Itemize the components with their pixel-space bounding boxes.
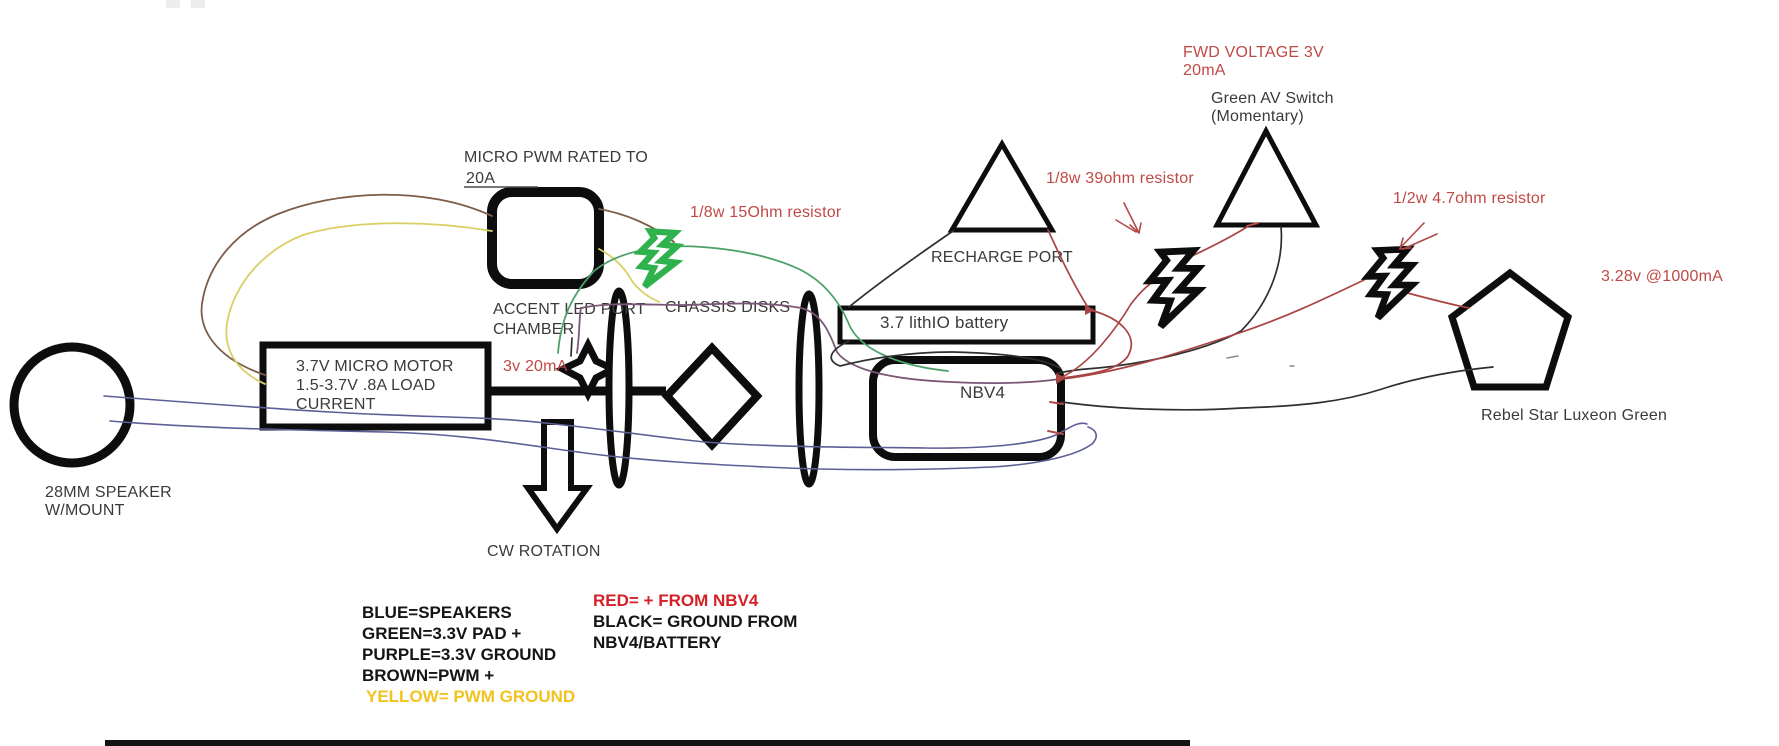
red-tick-nbv4-1 (1049, 401, 1064, 405)
nbv4-label: NBV4 (960, 383, 1006, 402)
recharge-port-triangle-shape (947, 139, 1057, 233)
fwd-voltage-label-line2: 20mA (1183, 62, 1226, 79)
wire-purple (576, 302, 1061, 384)
top-artifact-2 (191, 0, 205, 8)
motor-box-shape (259, 341, 492, 431)
battery-box-shape (837, 305, 1096, 345)
chassis-disk-1-shape (605, 287, 633, 489)
red-tick-nbv4-2 (1047, 430, 1064, 435)
top-artifact-1 (166, 0, 180, 8)
legend-black-line2: NBV4/BATTERY (593, 633, 722, 652)
fwd-voltage-label-line1: FWD VOLTAGE 3V (1183, 44, 1324, 61)
wire-red-47ohm-to-luxeon (1399, 290, 1470, 309)
wire-blue-1 (103, 395, 1088, 449)
resistor-15ohm-label: 1/8w 15Ohm resistor (690, 204, 842, 221)
arrow-39ohm-annotation (1123, 202, 1139, 232)
wire-red-recharge (1047, 229, 1090, 310)
speaker-label-line1: 28MM SPEAKER (45, 484, 172, 501)
pwm-label-line1: MICRO PWM RATED TO (464, 149, 649, 166)
motor-label-line3: CURRENT (296, 396, 376, 413)
nbv4-box-shape (869, 356, 1065, 461)
av-switch-label-line1: Green AV Switch (1211, 90, 1334, 107)
av-switch-triangle-shape (1212, 125, 1321, 228)
wire-black-luxeon (1061, 366, 1494, 411)
recharge-port-label: RECHARGE PORT (931, 249, 1073, 266)
legend-yellow: YELLOW= PWM GROUND (366, 687, 576, 706)
av-switch-label-line2: (Momentary) (1211, 108, 1304, 125)
bottom-bar (105, 740, 1190, 746)
wire-green (557, 245, 949, 372)
lightning-bolt-icon-47ohm (1360, 245, 1421, 321)
red-junction-marker-1 (1085, 305, 1095, 315)
motor-label-line1: 3.7V MICRO MOTOR (296, 358, 454, 375)
wire-black-battery-loop (830, 340, 1061, 369)
accent-led-label-line2: CHAMBER (493, 321, 575, 338)
wire-brown-1 (200, 193, 493, 376)
motor-label-line2: 1.5-3.7V .8A LOAD (296, 377, 436, 394)
luxeon-label: Rebel Star Luxeon Green (1481, 407, 1668, 424)
wire-yellow-2 (598, 248, 660, 303)
chassis-disk-2-shape (795, 290, 823, 488)
resistor-47ohm-label: 1/2w 4.7ohm resistor (1393, 190, 1546, 207)
wire-yellow-1 (225, 222, 493, 385)
speaker-circle-shape (9, 342, 135, 468)
luxeon-pentagon-shape (1447, 268, 1573, 391)
chassis-diamond-shape (661, 342, 763, 451)
wire-blue-2 (109, 420, 1097, 471)
lightning-bolt-icon-green (633, 227, 685, 289)
cw-rotation-label: CW ROTATION (487, 543, 601, 560)
arrow-47ohm-annotation-2 (1402, 233, 1438, 250)
accent-led-rating: 3v 20mA (503, 358, 568, 375)
stray-dash-1 (1226, 355, 1239, 359)
wire-red-to-39ohm (1061, 280, 1155, 378)
wire-black-star-pointer (570, 337, 573, 357)
wire-black-recharge (848, 230, 954, 308)
pwm-box-shape (487, 187, 604, 289)
resistor-39ohm-label: 1/8w 39ohm resistor (1046, 170, 1194, 187)
wire-red-to-47ohm (1061, 279, 1365, 380)
red-tick-switch (1246, 222, 1259, 227)
legend-red: RED= + FROM NBV4 (593, 591, 759, 610)
legend-blue: BLUE=SPEAKERS (362, 603, 512, 622)
luxeon-rating: 3.28v @1000mA (1601, 268, 1724, 285)
arrow-39ohm-head (1129, 222, 1142, 235)
legend-black-line1: BLACK= GROUND FROM (593, 612, 798, 631)
battery-label: 3.7 lithIO battery (880, 313, 1009, 332)
arrow-47ohm-annotation (1400, 222, 1425, 248)
lightning-bolt-icon-39ohm (1142, 246, 1207, 329)
legend-brown: BROWN=PWM + (362, 666, 495, 685)
speaker-label-line2: W/MOUNT (45, 502, 125, 519)
red-junction-marker-2 (1056, 373, 1066, 384)
cw-rotation-arrow-icon (522, 419, 593, 535)
wire-red-bubble (1062, 309, 1133, 379)
arrow-39ohm-annotation-2 (1115, 219, 1137, 233)
legend-green: GREEN=3.3V PAD + (362, 624, 522, 643)
pwm-label-line2: 20A (466, 170, 496, 187)
legend-purple: PURPLE=3.3V GROUND (362, 645, 557, 664)
accent-star-shape (555, 337, 621, 402)
arrow-47ohm-head (1398, 237, 1412, 250)
